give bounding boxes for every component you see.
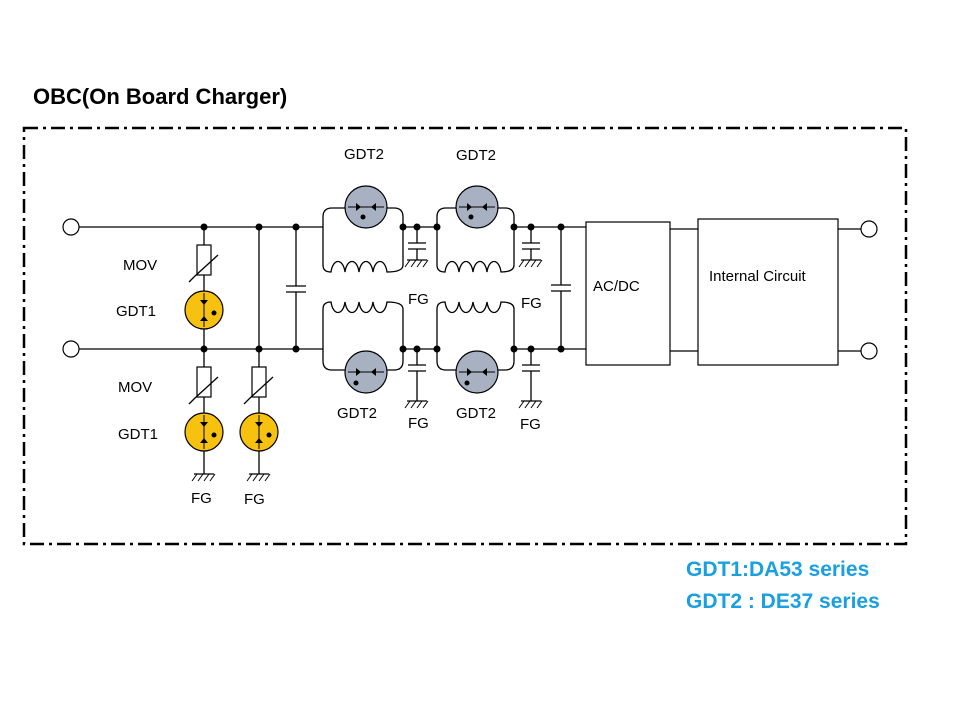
junction-dots [200, 223, 565, 353]
gdt2-top-1 [344, 185, 388, 229]
gdt2-label-top-2: GDT2 [456, 147, 496, 164]
line-to-ground-protection-2 [239, 227, 279, 482]
mov-label-1: MOV [123, 257, 157, 274]
y-capacitors-1 [404, 227, 429, 409]
gdt2-label-bottom-2: GDT2 [456, 405, 496, 422]
gdt1-label-2: GDT1 [118, 426, 158, 443]
fg-label-2: FG [244, 491, 265, 508]
diagram-title: OBC(On Board Charger) [33, 84, 287, 109]
gdt2-label-top-1: GDT2 [344, 146, 384, 163]
gdt1-series-note: GDT1:DA53 series [686, 558, 869, 581]
gdt2-label-bottom-1: GDT2 [337, 405, 377, 422]
line-to-ground-protection-1 [184, 349, 224, 482]
fg-label-5: FG [408, 415, 429, 432]
x-capacitor-2 [551, 227, 571, 349]
fg-label-1: FG [191, 490, 212, 507]
x-capacitor-1 [286, 227, 306, 349]
acdc-block [585, 221, 671, 366]
common-mode-choke-2 [436, 207, 515, 371]
common-mode-choke-1 [322, 207, 404, 371]
obc-boundary [22, 126, 908, 546]
fg-label-6: FG [520, 416, 541, 433]
fg-label-4: FG [521, 295, 542, 312]
input-terminal-top [62, 218, 80, 236]
y-capacitors-2 [518, 227, 543, 409]
internal-circuit-block [697, 218, 839, 366]
gdt2-bottom-1 [344, 350, 388, 394]
gdt2-bottom-2 [455, 350, 499, 394]
gdt2-top-2 [455, 185, 499, 229]
gdt1-label-1: GDT1 [116, 303, 156, 320]
line-to-line-protection [184, 227, 224, 349]
internal-circuit-label: Internal Circuit [709, 268, 807, 285]
input-terminal-bottom [62, 340, 80, 358]
output-terminal-bottom [860, 342, 878, 360]
output-terminal-top [860, 220, 878, 238]
fg-label-3: FG [408, 291, 429, 308]
gdt2-series-note: GDT2 : DE37 series [686, 590, 880, 613]
mov-label-2: MOV [118, 379, 152, 396]
acdc-label: AC/DC [593, 278, 640, 295]
